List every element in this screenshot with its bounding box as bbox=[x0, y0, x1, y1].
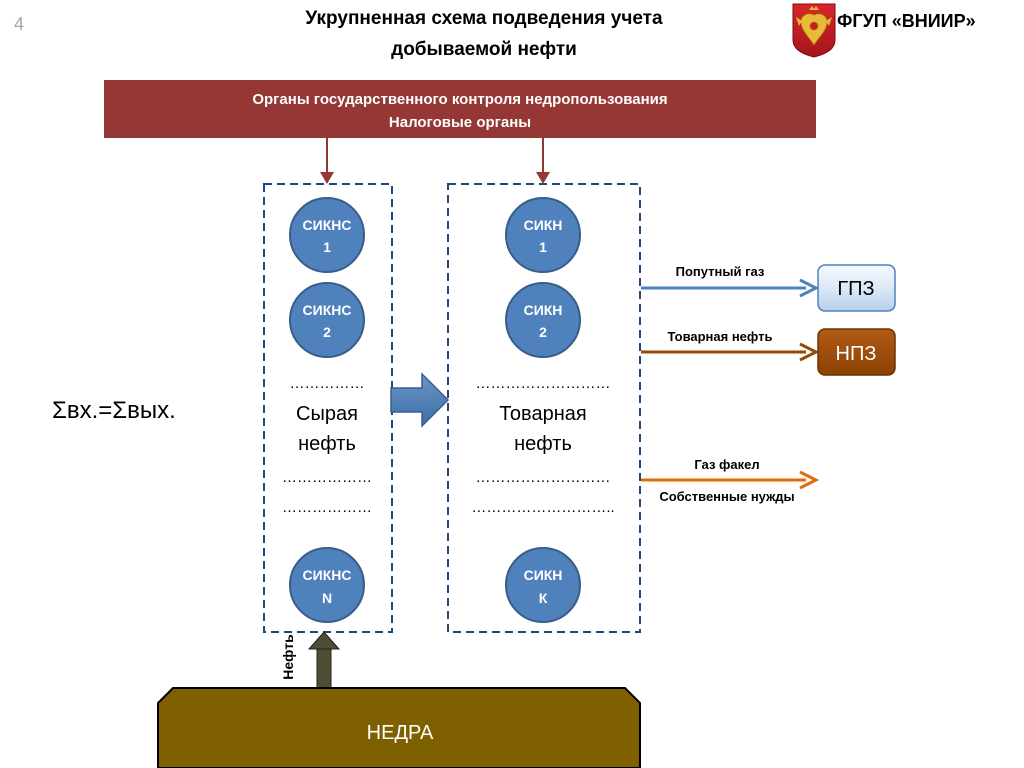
slide-number: 4 bbox=[14, 14, 24, 34]
unit-number: N bbox=[322, 590, 332, 606]
commercial-oil-label-line2: нефть bbox=[514, 433, 572, 455]
unit-name: СИКНС bbox=[303, 302, 352, 318]
unit-number: 1 bbox=[323, 239, 331, 255]
commercial-dots-top: ……………………… bbox=[476, 375, 611, 392]
unit-name: СИКНС bbox=[303, 217, 352, 233]
slide-title-line2: добываемой нефти bbox=[391, 39, 577, 60]
unit-name: СИКН bbox=[524, 567, 563, 583]
unit-number: 1 bbox=[539, 239, 547, 255]
own-needs-label: Собственные нужды bbox=[659, 489, 794, 504]
gpz-box bbox=[817, 264, 896, 312]
control-arrow-raw bbox=[320, 138, 334, 184]
metering-unit-sikn-2: СИКН 2 bbox=[505, 282, 581, 358]
unit-name: СИКНС bbox=[303, 567, 352, 583]
commercial-oil-arrow bbox=[641, 342, 820, 362]
org-name: ФГУП «ВНИИР» bbox=[837, 11, 976, 31]
unit-name: СИКН bbox=[524, 217, 563, 233]
subsoil-label: НЕДРА bbox=[367, 722, 434, 744]
raw-dots-top: …………… bbox=[290, 375, 365, 392]
oil-inflow-label: Нефть bbox=[280, 634, 296, 680]
metering-unit-sikns-1: СИКНС 1 bbox=[289, 197, 365, 273]
metering-unit-sikn-k: СИКН К bbox=[505, 547, 581, 623]
unit-number: 2 bbox=[539, 324, 547, 340]
control-arrow-commercial bbox=[536, 138, 550, 184]
commercial-dots-bottom2: ……………………….. bbox=[471, 499, 614, 516]
raw-dots-bottom2: ……………… bbox=[282, 499, 372, 516]
gpz-label: ГПЗ bbox=[837, 278, 874, 300]
raw-dots-bottom1: ……………… bbox=[282, 469, 372, 486]
flare-gas-label: Газ факел bbox=[694, 457, 759, 472]
commercial-oil-metering-group bbox=[447, 183, 641, 633]
balance-formula: Σвх.=Σвых. bbox=[52, 397, 176, 424]
raw-oil-label-line1: Сырая bbox=[296, 403, 358, 425]
russian-coat-of-arms-icon bbox=[792, 3, 836, 58]
commercial-oil-label-line1: Товарная bbox=[499, 403, 586, 425]
metering-unit-sikns-2: СИКНС 2 bbox=[289, 282, 365, 358]
flare-gas-arrow bbox=[641, 470, 820, 490]
metering-unit-sikns-n: СИКНС N bbox=[289, 547, 365, 623]
control-authorities-banner bbox=[104, 80, 816, 138]
control-banner-line1: Органы государственного контроля недропо… bbox=[252, 91, 667, 108]
unit-name: СИКН bbox=[524, 302, 563, 318]
npz-box bbox=[817, 328, 896, 376]
commercial-dots-bottom1: ……………………… bbox=[476, 469, 611, 486]
associated-gas-arrow bbox=[641, 278, 820, 298]
associated-gas-label: Попутный газ bbox=[676, 264, 765, 279]
oil-inflow-arrow bbox=[307, 631, 341, 691]
commercial-oil-output-label: Товарная нефть bbox=[668, 329, 773, 344]
metering-unit-sikn-1: СИКН 1 bbox=[505, 197, 581, 273]
raw-oil-label-line2: нефть bbox=[298, 433, 356, 455]
control-banner-line2: Налоговые органы bbox=[389, 114, 531, 131]
unit-number: 2 bbox=[323, 324, 331, 340]
slide-title-line1: Укрупненная схема подведения учета bbox=[305, 8, 663, 29]
transfer-arrow bbox=[390, 372, 450, 428]
subsoil-block bbox=[157, 687, 641, 768]
npz-label: НПЗ bbox=[836, 343, 877, 365]
unit-number: К bbox=[539, 590, 548, 606]
